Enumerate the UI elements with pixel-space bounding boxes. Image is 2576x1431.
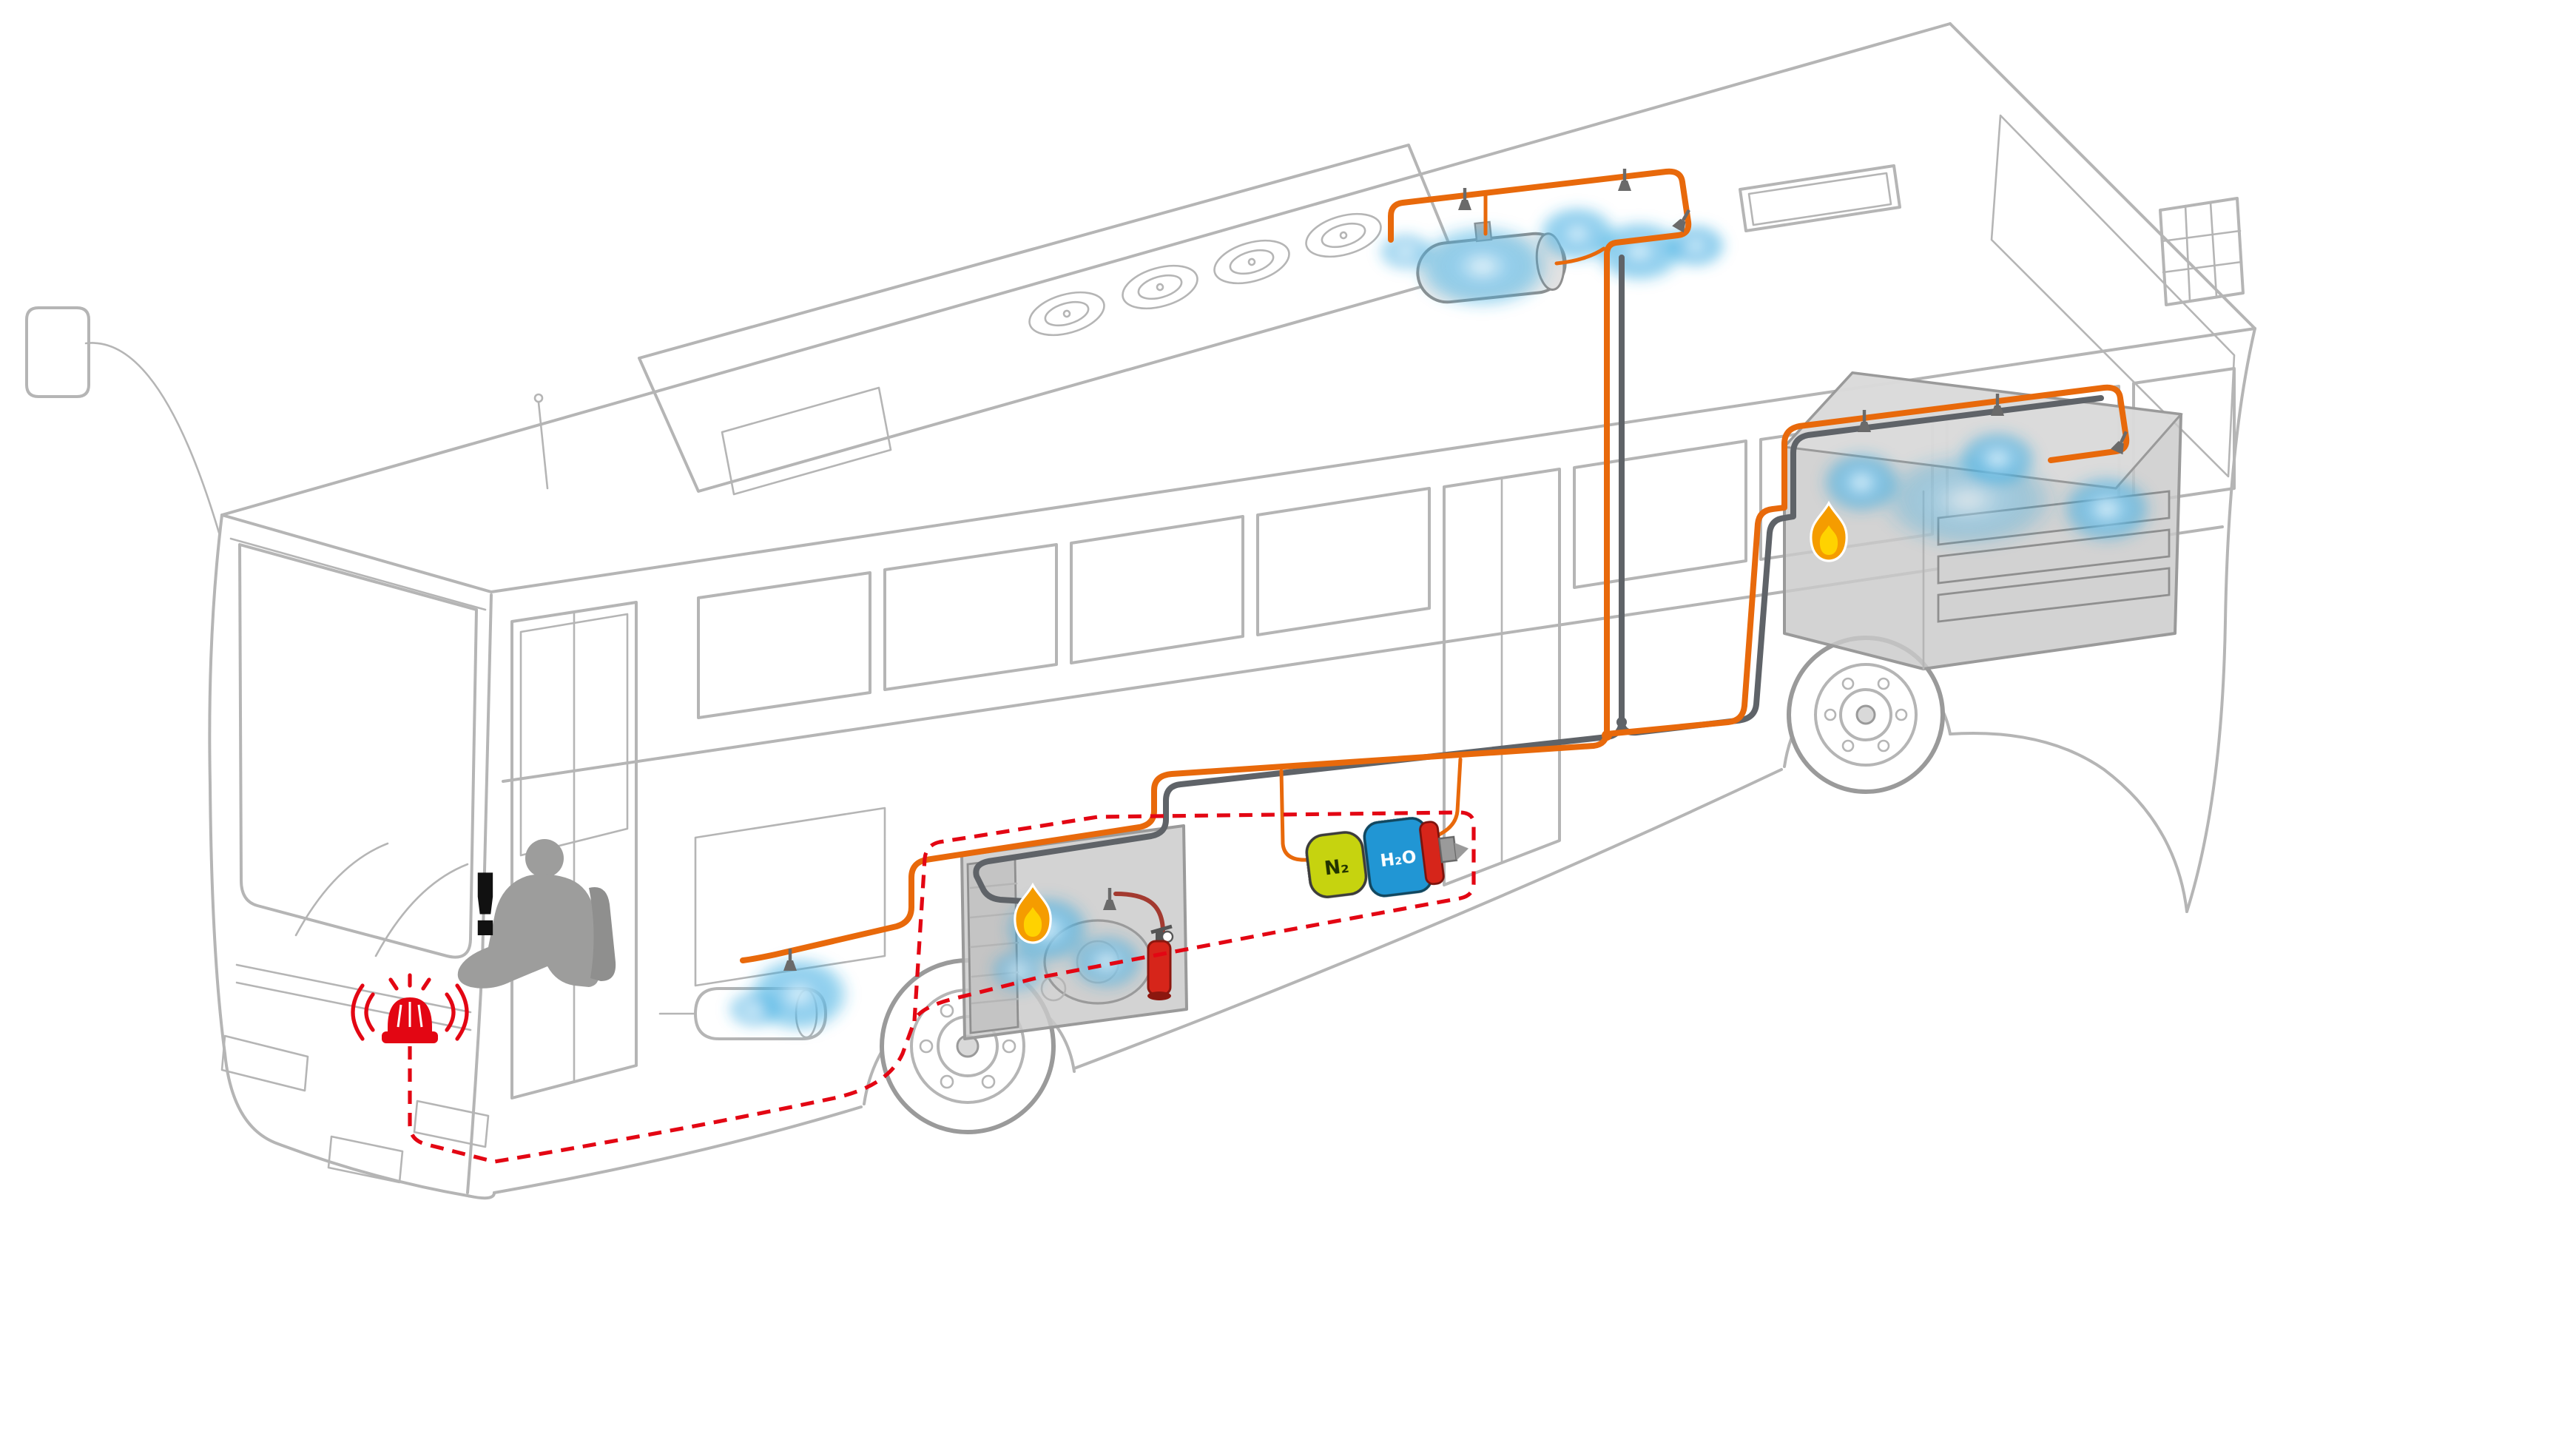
mist-cloud xyxy=(1412,222,1554,311)
antenna xyxy=(533,393,549,490)
mist-cloud xyxy=(1068,932,1145,991)
skirt-rear xyxy=(1949,732,2188,913)
h2o-label: H₂O xyxy=(1379,847,1417,871)
skirt-middle xyxy=(1073,768,1783,1070)
rear-vent-grille xyxy=(2159,197,2245,306)
roof-near-edge xyxy=(490,327,2256,593)
middle-door xyxy=(1443,468,1561,886)
roof-front-edge xyxy=(220,514,493,593)
alert-exclamation: ! xyxy=(466,856,505,956)
rear-wheel xyxy=(1787,636,1945,794)
front-profile xyxy=(208,514,496,1200)
mist-cloud xyxy=(1376,231,1435,272)
mist-cloud xyxy=(2060,474,2154,545)
windshield xyxy=(229,537,487,959)
spray-nozzle-icon xyxy=(1458,188,1471,210)
headlight-right xyxy=(413,1100,490,1148)
mist-cloud xyxy=(1820,450,1903,515)
n2-label: N₂ xyxy=(1324,855,1351,881)
mist-cloud xyxy=(1663,222,1728,269)
detection-loop-dashed xyxy=(408,810,1476,1164)
extinguisher-hose xyxy=(1113,892,1165,935)
headlight-left xyxy=(220,1034,309,1092)
roof-ac-fans xyxy=(1028,212,1382,337)
roof-far-edge xyxy=(220,22,1952,516)
roof-rear-edge xyxy=(1949,22,2256,330)
equipment-hatch xyxy=(694,807,886,987)
mist-cloud xyxy=(988,947,1048,994)
mist-cloud xyxy=(725,989,784,1030)
side-mirror xyxy=(25,306,220,534)
license-plate xyxy=(327,1135,404,1184)
alarm-siren-icon xyxy=(351,973,469,1043)
mist-cloud xyxy=(1956,429,2039,488)
n2-h2o-cylinder-unit: N₂ H₂O xyxy=(1305,817,1469,898)
skirt-front xyxy=(493,1105,863,1194)
bus-outline xyxy=(25,22,2256,1200)
agent-pipe-orange xyxy=(740,168,2130,963)
roof-hatch xyxy=(1739,164,1901,232)
rear-window xyxy=(1990,114,2236,478)
driver-silhouette xyxy=(457,839,616,989)
rear-profile xyxy=(2185,327,2256,913)
